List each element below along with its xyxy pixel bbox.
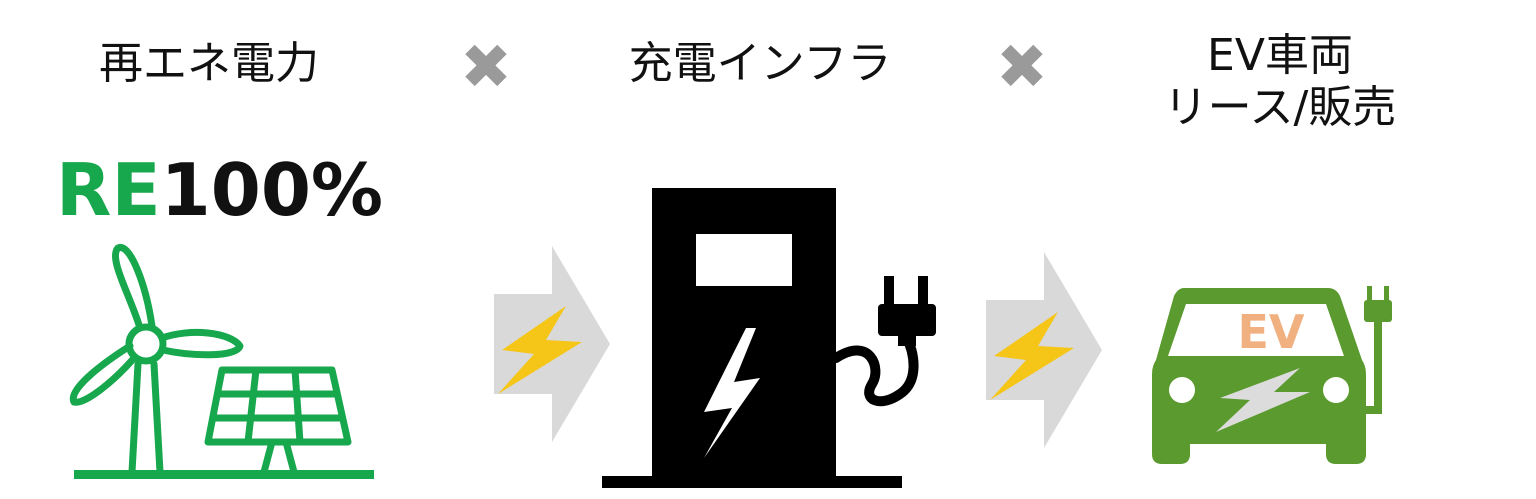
charging-station-icon (602, 188, 936, 488)
re-text: RE (56, 148, 161, 232)
percent-text: 100% (160, 148, 384, 232)
ev-title-line1: EV車両 (1207, 30, 1353, 81)
ev-title-line2: リース/販売 (1163, 82, 1397, 133)
ev-title: EV車両 リース/販売 (1140, 30, 1420, 134)
electric-car-icon (1152, 286, 1392, 464)
car-ev-text: EV (1237, 305, 1305, 359)
lightning-arrow-icon (494, 246, 610, 442)
renewable-title: 再エネ電力 (99, 38, 319, 89)
plug-icon (878, 276, 936, 346)
re100-badge: RE100% (56, 150, 383, 230)
lightning-arrow-icon-2 (986, 252, 1102, 448)
times-icon-2: ✖ (996, 30, 1048, 103)
charging-title: 充電インフラ (628, 38, 892, 89)
wind-turbine-icon (69, 244, 374, 479)
times-icon-1: ✖ (460, 30, 512, 103)
